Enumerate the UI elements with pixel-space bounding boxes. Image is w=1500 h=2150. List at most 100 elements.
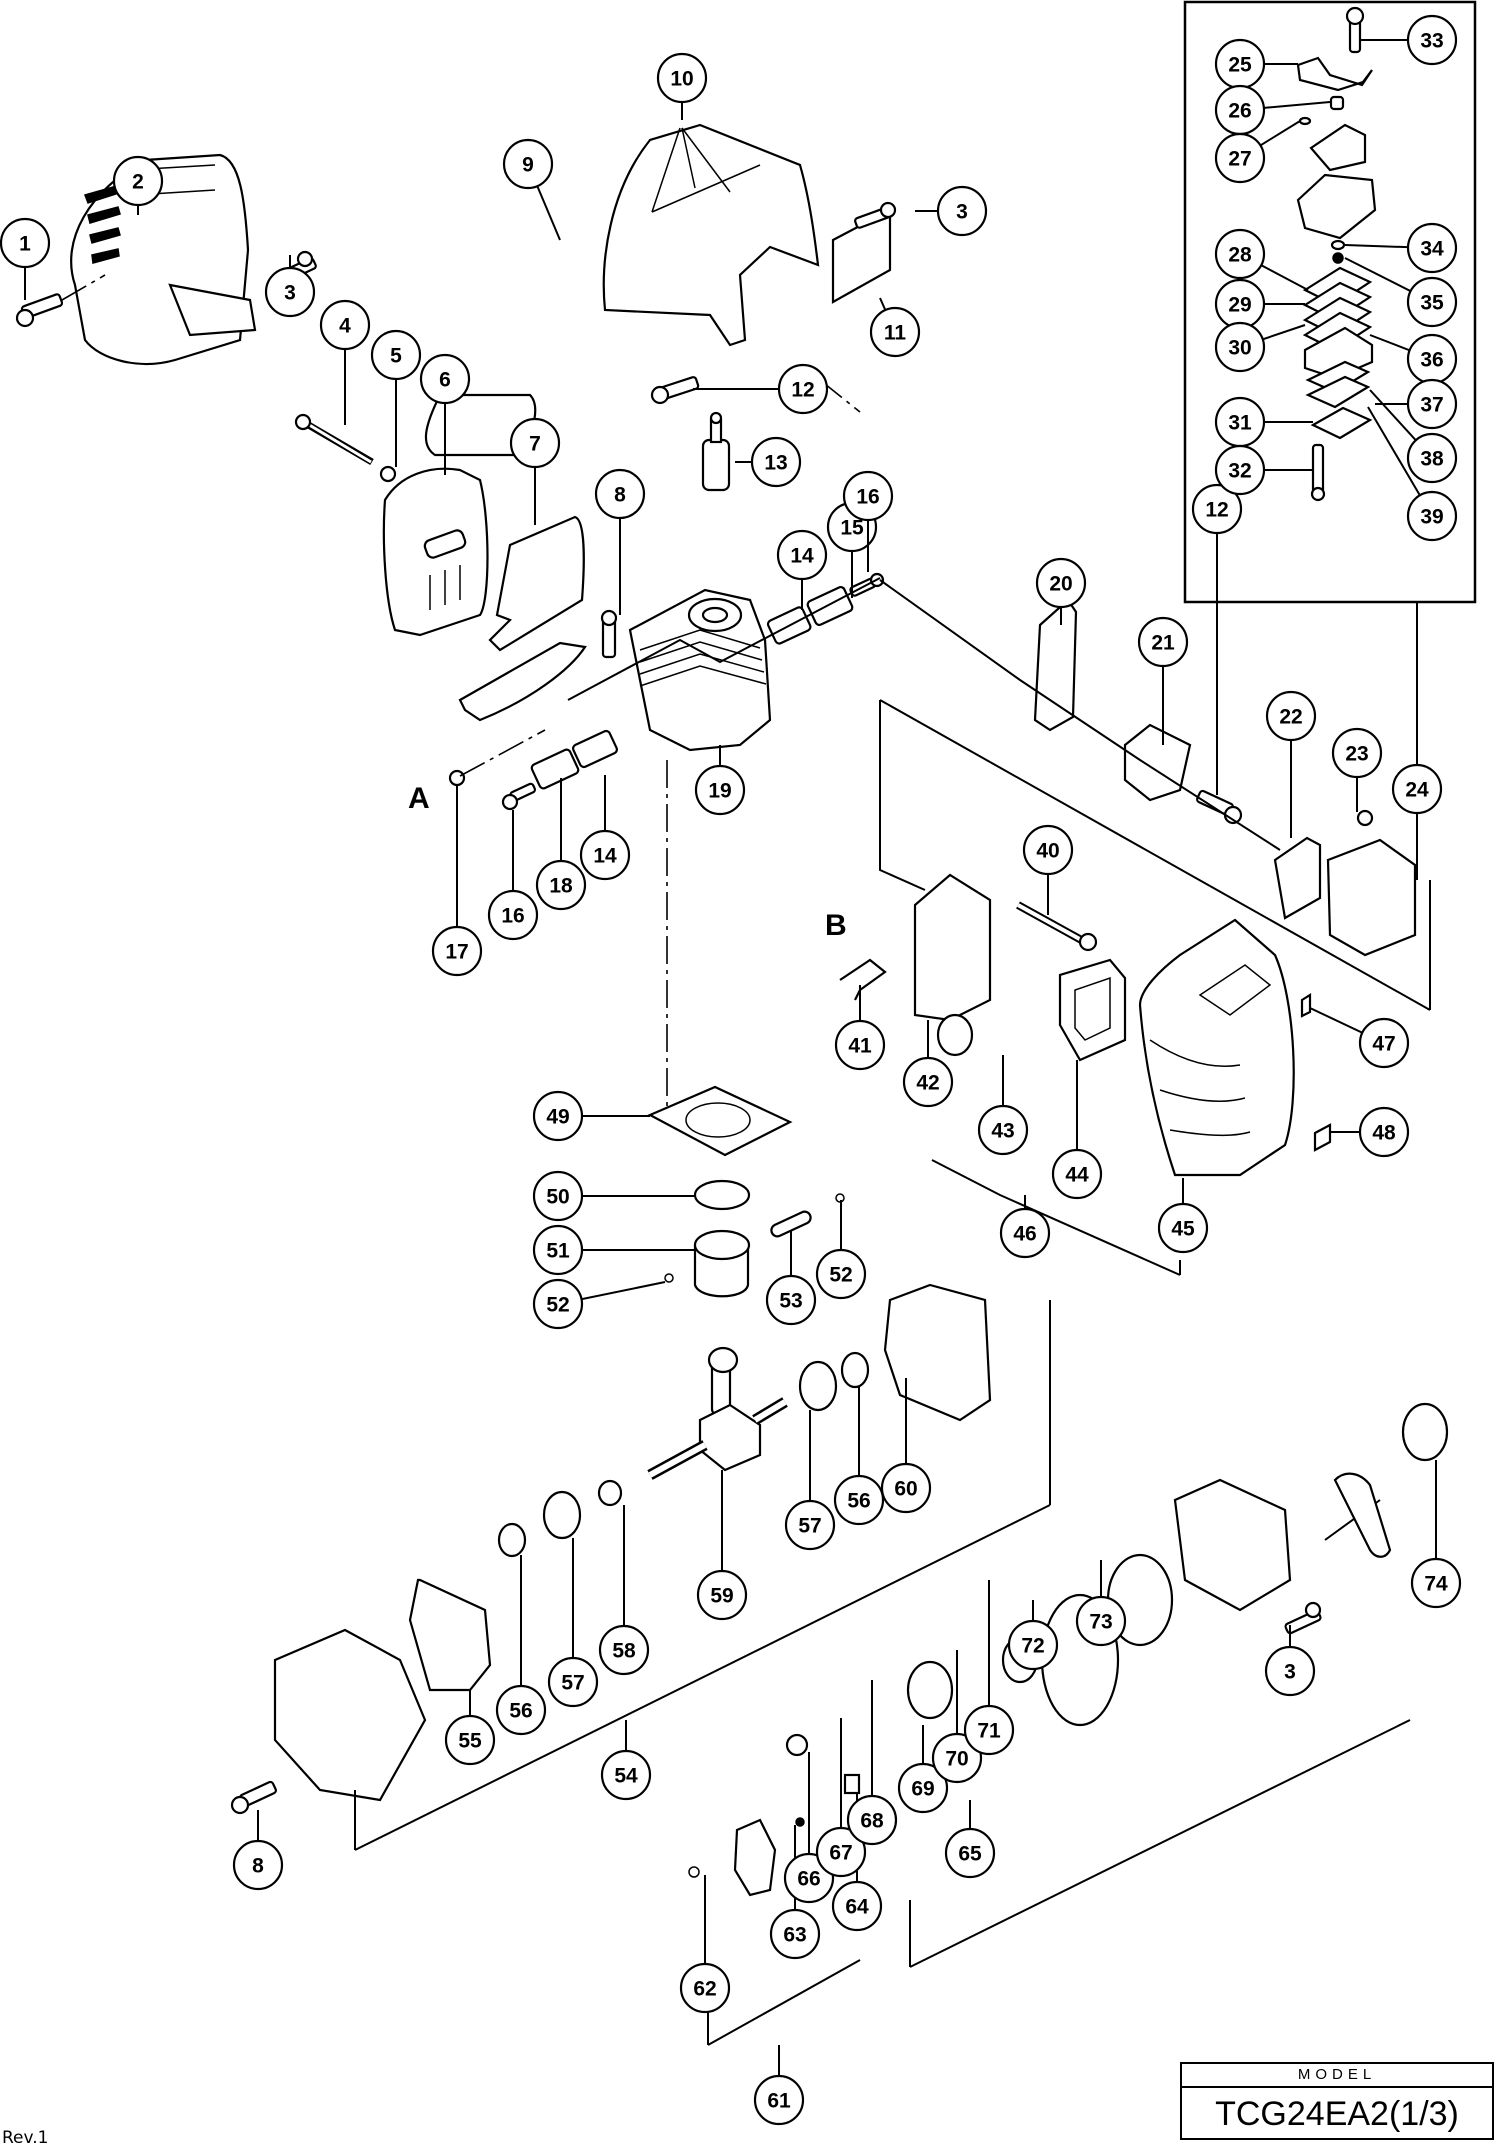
- callout-57a: 57: [784, 1410, 836, 1551]
- clip-62-part: [688, 1866, 700, 1878]
- callout-number: 57: [561, 1672, 584, 1695]
- callout-number: 38: [1420, 448, 1444, 471]
- callout-circle: [815, 1826, 867, 1878]
- callout-number: 3: [956, 201, 968, 224]
- callout-circle: [931, 1732, 983, 1784]
- revision-label: Rev.1: [2, 2128, 49, 2148]
- callout-circle: [431, 925, 483, 977]
- callout-circle: [1051, 1148, 1103, 1200]
- screw-1-part: [15, 274, 106, 328]
- callout-circle: [532, 1278, 584, 1330]
- callout-circle: [264, 266, 316, 318]
- callout-25: 25: [1214, 38, 1298, 90]
- callout-31: 31: [1214, 396, 1313, 448]
- callout-circle: [535, 859, 587, 911]
- callout-44: 44: [1051, 1060, 1103, 1200]
- callout-22: 22: [1265, 690, 1317, 838]
- callout-number: 24: [1405, 779, 1429, 802]
- callout-number: 51: [546, 1240, 570, 1263]
- insulator-21-part: [1123, 723, 1192, 802]
- callout-67: 67: [815, 1718, 867, 1878]
- insulator-18-part: [530, 748, 580, 790]
- callout-number: 7: [529, 433, 541, 456]
- callout-number: 40: [1036, 840, 1059, 863]
- callout-circle: [776, 529, 828, 581]
- callout-number: 66: [797, 1868, 820, 1891]
- cylinder-cover-10-part: [602, 123, 820, 347]
- callout-number: 17: [445, 941, 468, 964]
- callout-69: 69: [897, 1725, 949, 1814]
- callout-circle: [1035, 557, 1087, 609]
- screw-3c-part: [1284, 1601, 1322, 1635]
- callout-number: 3: [284, 282, 296, 305]
- spring-63-part: [795, 1817, 805, 1827]
- callout-circle: [902, 1056, 954, 1108]
- callout-number: 14: [593, 845, 617, 868]
- callout-number: 48: [1372, 1122, 1396, 1145]
- callout-number: 61: [767, 2090, 791, 2113]
- callout-9: 9: [502, 138, 561, 241]
- callout-circle: [1214, 321, 1266, 373]
- insulator-14b-part: [572, 729, 618, 769]
- spark-plug-13-part: [701, 411, 731, 492]
- callout-number: 44: [1065, 1164, 1089, 1187]
- callout-number: 68: [860, 1810, 884, 1833]
- callout-circle: [831, 1880, 883, 1932]
- callout-circle: [679, 1962, 731, 2014]
- callout-number: 33: [1420, 30, 1443, 53]
- callout-57b: 57: [547, 1538, 599, 1708]
- callout-number: 70: [945, 1748, 968, 1771]
- callout-number: 55: [458, 1730, 482, 1753]
- callout-4: 4: [319, 299, 371, 425]
- callout-55: 55: [444, 1690, 496, 1766]
- callout-number: 20: [1049, 573, 1072, 596]
- callout-number: 29: [1228, 294, 1251, 317]
- callout-number: 58: [612, 1640, 636, 1663]
- callout-circle: [532, 1090, 584, 1142]
- callout-circle: [880, 1462, 932, 1514]
- callout-circle: [532, 1224, 584, 1276]
- callout-circle: [502, 138, 554, 190]
- callout-28: 28: [1214, 228, 1309, 291]
- callout-58: 58: [598, 1505, 650, 1676]
- callout-circle: [1406, 378, 1458, 430]
- callout-14a: 14: [776, 529, 828, 610]
- callout-number: 50: [546, 1186, 569, 1209]
- callout-circle: [694, 764, 746, 816]
- callout-62: 62: [679, 1875, 731, 2014]
- bearing-57a-part: [798, 1360, 838, 1412]
- callout-circle: [1022, 824, 1074, 876]
- callout-10: 10: [656, 52, 708, 120]
- callout-circle: [1406, 276, 1458, 328]
- piston-ring-50-part: [693, 1179, 751, 1211]
- callout-12b: 12: [1191, 483, 1243, 795]
- callout-circle: [1331, 727, 1383, 779]
- callout-number: 12: [791, 379, 814, 402]
- callout-circle: [1406, 432, 1458, 484]
- screw-3b-part: [854, 201, 897, 229]
- screw-12b-part: [1196, 789, 1243, 825]
- callout-8b: 8: [232, 1810, 284, 1891]
- callout-37: 37: [1375, 378, 1458, 430]
- callout-number: 45: [1171, 1218, 1195, 1241]
- group-label-a: A: [408, 782, 430, 815]
- callout-number: 15: [840, 517, 864, 540]
- callout-40: 40: [1022, 824, 1074, 915]
- callout-71: 71: [963, 1580, 1015, 1756]
- callout-circle: [944, 1827, 996, 1879]
- callout-14b: 14: [579, 775, 631, 881]
- callout-number: 34: [1420, 238, 1444, 261]
- handle-73-part: [1333, 1472, 1392, 1558]
- callout-number: 65: [958, 1843, 982, 1866]
- callout-56a: 56: [833, 1387, 885, 1526]
- insulator-15-part: [806, 585, 854, 627]
- seal-56b-part: [497, 1522, 527, 1558]
- callout-circle: [897, 1762, 949, 1814]
- callout-number: 6: [439, 369, 451, 392]
- callout-circle: [846, 1794, 898, 1846]
- callout-number: 39: [1420, 506, 1443, 529]
- callout-16a: 16: [842, 470, 894, 572]
- callout-23: 23: [1331, 727, 1383, 812]
- title-block: MODEL TCG24EA2(1/3): [1180, 2062, 1494, 2140]
- bolt-8b-part: [230, 1780, 277, 1815]
